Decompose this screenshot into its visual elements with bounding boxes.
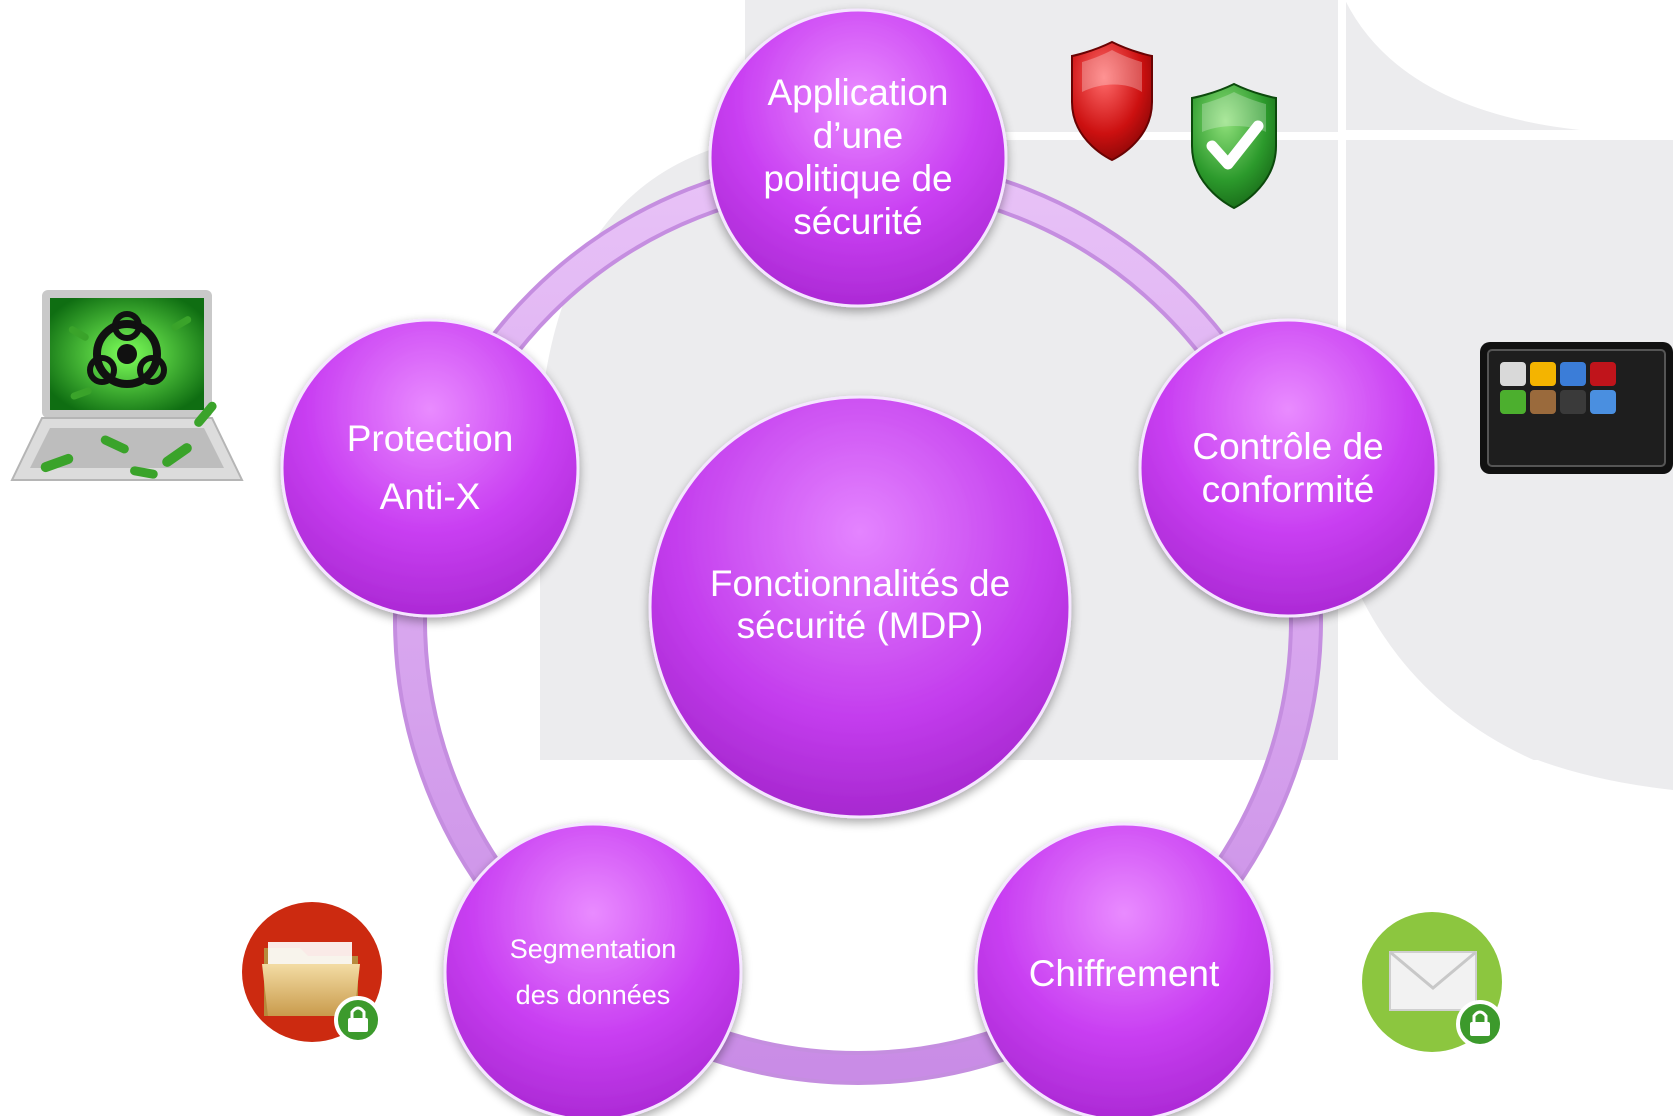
node-encryption [974, 822, 1274, 1116]
green-check-shield-icon [1191, 82, 1277, 210]
app-grid-tablet-icon [1480, 342, 1673, 474]
node-segmentation [443, 822, 743, 1116]
node-policy [708, 8, 1008, 308]
infected-laptop-icon [10, 290, 244, 481]
red-shield-icon [1071, 40, 1153, 162]
locked-envelope-icon [1362, 912, 1504, 1052]
center-node [648, 395, 1072, 819]
node-antix [280, 318, 580, 618]
locked-folder-icon [242, 902, 382, 1044]
node-compliance [1138, 318, 1438, 618]
